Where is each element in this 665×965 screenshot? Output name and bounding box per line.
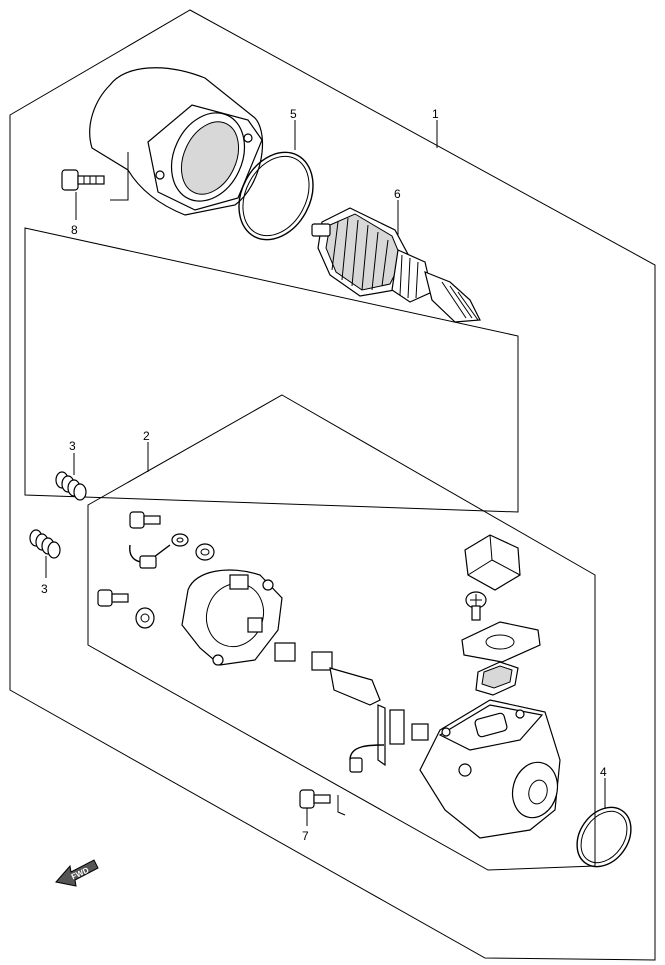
- callout-3-lower: 3: [41, 582, 48, 596]
- terminal-cap: [464, 534, 521, 591]
- screw-upper: [129, 511, 161, 529]
- screw-lower: [97, 589, 129, 607]
- o-ring-4-inner: [580, 810, 628, 864]
- leader-lines: [45, 120, 606, 826]
- callout-2: 2: [143, 429, 150, 443]
- brush-a: [274, 642, 296, 662]
- terminal-bracket: [329, 667, 405, 773]
- grommet: [475, 661, 519, 696]
- armature-6: [311, 207, 481, 323]
- callout-5: 5: [290, 107, 297, 121]
- brush-holder-plate: [181, 569, 283, 666]
- callout-3-upper: 3: [69, 439, 76, 453]
- bolt-7-guide: [337, 795, 346, 816]
- callout-6: 6: [394, 187, 401, 201]
- washer-upper: [195, 543, 215, 561]
- motor-yoke: [89, 67, 264, 216]
- spring-3-upper: [55, 471, 87, 501]
- fwd-label: FWD: [70, 866, 91, 882]
- bolt-8: [61, 169, 105, 191]
- callout-1: 1: [432, 107, 439, 121]
- assembly-2-outline: [87, 394, 596, 871]
- small-nut: [411, 723, 429, 741]
- spring-3-lower: [29, 529, 61, 559]
- bolt-7: [299, 789, 331, 809]
- callout-4: 4: [600, 765, 607, 779]
- brush-b: [311, 651, 333, 671]
- washer-lower: [135, 607, 155, 629]
- cap-screw: [465, 591, 487, 621]
- armature-group-outline: [24, 227, 519, 513]
- rear-end-frame: [419, 699, 561, 839]
- lead-wire-terminal: [129, 533, 189, 569]
- o-ring-4: [576, 806, 632, 868]
- terminal-plate: [461, 621, 541, 663]
- assembly-1-outline: [9, 9, 656, 961]
- fwd-arrow: FWD: [55, 859, 99, 887]
- callout-8: 8: [71, 223, 78, 237]
- o-ring-5: [238, 151, 314, 241]
- callout-7: 7: [302, 829, 309, 843]
- o-ring-5-inner: [242, 155, 310, 237]
